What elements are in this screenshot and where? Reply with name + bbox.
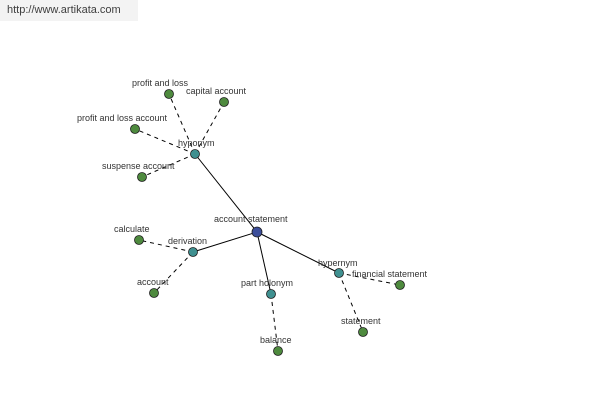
node-label-account[interactable]: account	[137, 277, 169, 287]
node-dot-part-holonym[interactable]	[266, 289, 276, 299]
node-dot-hyponym[interactable]	[190, 149, 200, 159]
node-dot-derivation[interactable]	[188, 247, 198, 257]
node-dot-account-statement[interactable]	[251, 226, 263, 238]
node-label-suspense-account[interactable]: suspense account	[102, 161, 175, 171]
node-suspense-account[interactable]: suspense account	[102, 161, 175, 182]
edge-derivation-to-calculate	[138, 239, 194, 253]
node-dot-profit-and-loss-account[interactable]	[130, 124, 140, 134]
node-dot-capital-account[interactable]	[219, 97, 229, 107]
node-label-balance[interactable]: balance	[260, 335, 292, 345]
node-calculate[interactable]: calculate	[114, 224, 150, 245]
node-label-capital-account[interactable]: capital account	[186, 86, 247, 96]
edge-hyponym-to-profit-and-loss	[168, 93, 196, 155]
node-account-statement[interactable]: account statement	[214, 214, 288, 238]
node-label-hyponym[interactable]: hyponym	[178, 138, 215, 148]
node-label-account-statement[interactable]: account statement	[214, 214, 288, 224]
node-profit-and-loss[interactable]: profit and loss	[132, 78, 189, 99]
node-label-part-holonym[interactable]: part holonym	[241, 278, 293, 288]
node-dot-suspense-account[interactable]	[137, 172, 147, 182]
edge-account-statement-to-derivation	[192, 231, 258, 253]
edges-layer	[134, 93, 401, 352]
edge-account-statement-to-hypernym	[256, 231, 340, 274]
node-dot-financial-statement[interactable]	[395, 280, 405, 290]
edge-derivation-to-account	[153, 251, 194, 294]
node-dot-profit-and-loss[interactable]	[164, 89, 174, 99]
edge-hyponym-to-capital-account	[194, 101, 225, 155]
node-dot-hypernym[interactable]	[334, 268, 344, 278]
node-account[interactable]: account	[137, 277, 169, 298]
node-dot-balance[interactable]	[273, 346, 283, 356]
node-dot-statement[interactable]	[358, 327, 368, 337]
node-part-holonym[interactable]: part holonym	[241, 278, 293, 299]
node-capital-account[interactable]: capital account	[186, 86, 247, 107]
node-derivation[interactable]: derivation	[168, 236, 207, 257]
edge-hypernym-to-statement	[338, 272, 364, 333]
edge-account-statement-to-hyponym	[194, 153, 258, 233]
node-financial-statement[interactable]: financial statement	[352, 269, 428, 290]
edge-account-statement-to-part-holonym	[256, 231, 272, 295]
node-label-derivation[interactable]: derivation	[168, 236, 207, 246]
edge-hyponym-to-suspense-account	[141, 153, 196, 178]
node-hypernym[interactable]: hypernym	[318, 258, 358, 278]
edge-part-holonym-to-balance	[270, 293, 279, 352]
edge-hyponym-to-profit-and-loss-account	[134, 128, 196, 155]
url-banner: http://www.artikata.com	[0, 0, 138, 21]
node-label-profit-and-loss-account[interactable]: profit and loss account	[77, 113, 168, 123]
node-label-hypernym[interactable]: hypernym	[318, 258, 358, 268]
node-profit-and-loss-account[interactable]: profit and loss account	[77, 113, 168, 134]
node-label-calculate[interactable]: calculate	[114, 224, 150, 234]
node-label-profit-and-loss[interactable]: profit and loss	[132, 78, 189, 88]
node-statement[interactable]: statement	[341, 316, 381, 337]
node-dot-account[interactable]	[149, 288, 159, 298]
node-label-financial-statement[interactable]: financial statement	[352, 269, 428, 279]
nodes-layer: account statement hyponym derivation part h…	[77, 78, 428, 356]
site-url[interactable]: http://www.artikata.com	[7, 4, 121, 16]
edge-hypernym-to-financial-statement	[338, 272, 401, 286]
node-label-statement[interactable]: statement	[341, 316, 381, 326]
node-hyponym[interactable]: hyponym	[178, 138, 215, 159]
node-dot-calculate[interactable]	[134, 235, 144, 245]
node-balance[interactable]: balance	[260, 335, 292, 356]
